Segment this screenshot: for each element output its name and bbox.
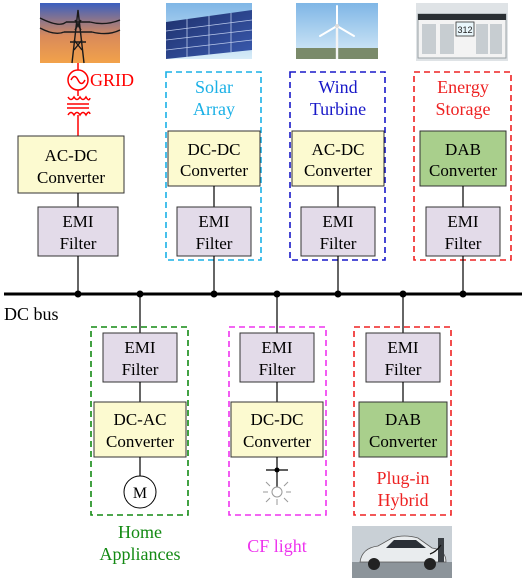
- grid-converter-line2: Converter: [37, 168, 105, 187]
- home-appliances-group: EMI Filter DC-AC Converter M Home Applia…: [90, 294, 189, 564]
- solar-converter-line2: Converter: [180, 161, 248, 180]
- wind-turbine-photo: [296, 3, 378, 59]
- energy-storage-group: Energy Storage DAB Converter EMI Filter: [413, 71, 512, 294]
- cfl-filter-line1: EMI: [261, 338, 293, 357]
- grid-emi-filter-box: [37, 206, 119, 257]
- ev-title-line2: Hybrid: [378, 490, 429, 510]
- solar-title-line2: Array: [193, 99, 235, 119]
- grid-filter-line2: Filter: [60, 234, 97, 253]
- grid-source: GRID AC-DC Converter EMI Filter: [17, 63, 134, 294]
- motor-icon: M: [123, 475, 157, 509]
- wind-filter-line1: EMI: [322, 212, 354, 231]
- home-converter-line1: DC-AC: [114, 410, 167, 429]
- storage-converter-line1: DAB: [445, 140, 481, 159]
- ev-title-line1: Plug-in: [376, 468, 429, 488]
- container-number: 312: [457, 25, 472, 35]
- wind-converter-line2: Converter: [304, 161, 372, 180]
- storage-filter-line1: EMI: [447, 212, 479, 231]
- solar-converter-line1: DC-DC: [188, 140, 241, 159]
- ev-filter-line2: Filter: [385, 360, 422, 379]
- dc-bus-label: DC bus: [4, 304, 59, 324]
- home-title-line1: Home: [118, 522, 162, 542]
- transformer-icon: [67, 95, 91, 136]
- storage-container-photo: 312: [416, 3, 508, 61]
- wind-title-line1: Wind: [318, 77, 357, 97]
- wind-turbine-group: Wind Turbine AC-DC Converter EMI Filter: [289, 71, 386, 294]
- storage-filter-line2: Filter: [445, 234, 482, 253]
- grid-converter-line1: AC-DC: [45, 146, 98, 165]
- plugin-hybrid-group: EMI Filter DAB Converter Plug-in Hybrid: [353, 294, 452, 516]
- transmission-tower-photo: [39, 3, 121, 64]
- wind-converter-line1: AC-DC: [312, 140, 365, 159]
- solar-filter-line1: EMI: [198, 212, 230, 231]
- generator-icon: [67, 63, 89, 96]
- wind-title-line2: Turbine: [310, 99, 366, 119]
- cfl-filter-line2: Filter: [259, 360, 296, 379]
- plugin-car-photo: [352, 526, 452, 578]
- ev-converter-line1: DAB: [385, 410, 421, 429]
- solar-filter-line2: Filter: [196, 234, 233, 253]
- home-filter-line2: Filter: [122, 360, 159, 379]
- solar-title-line1: Solar: [195, 77, 233, 97]
- grid-label: GRID: [90, 70, 134, 90]
- lamp-icon: [263, 457, 291, 505]
- wind-filter-line2: Filter: [320, 234, 357, 253]
- cfl-converter-line1: DC-DC: [251, 410, 304, 429]
- grid-filter-line1: EMI: [62, 212, 94, 231]
- ev-filter-line1: EMI: [387, 338, 419, 357]
- motor-label: M: [133, 485, 147, 502]
- grid-converter-box: [17, 135, 125, 194]
- cf-light-group: EMI Filter DC-DC Converter CF light: [228, 294, 327, 556]
- cfl-title: CF light: [247, 536, 307, 556]
- storage-title-line1: Energy: [437, 77, 489, 97]
- home-converter-line2: Converter: [106, 432, 174, 451]
- home-filter-line1: EMI: [124, 338, 156, 357]
- solar-panel-photo: [165, 3, 253, 59]
- solar-array-group: Solar Array DC-DC Converter EMI Filter: [165, 71, 262, 294]
- storage-title-line2: Storage: [436, 99, 491, 119]
- home-title-line2: Appliances: [100, 544, 181, 564]
- ev-converter-line2: Converter: [369, 432, 437, 451]
- storage-converter-line2: Converter: [429, 161, 497, 180]
- cfl-converter-line2: Converter: [243, 432, 311, 451]
